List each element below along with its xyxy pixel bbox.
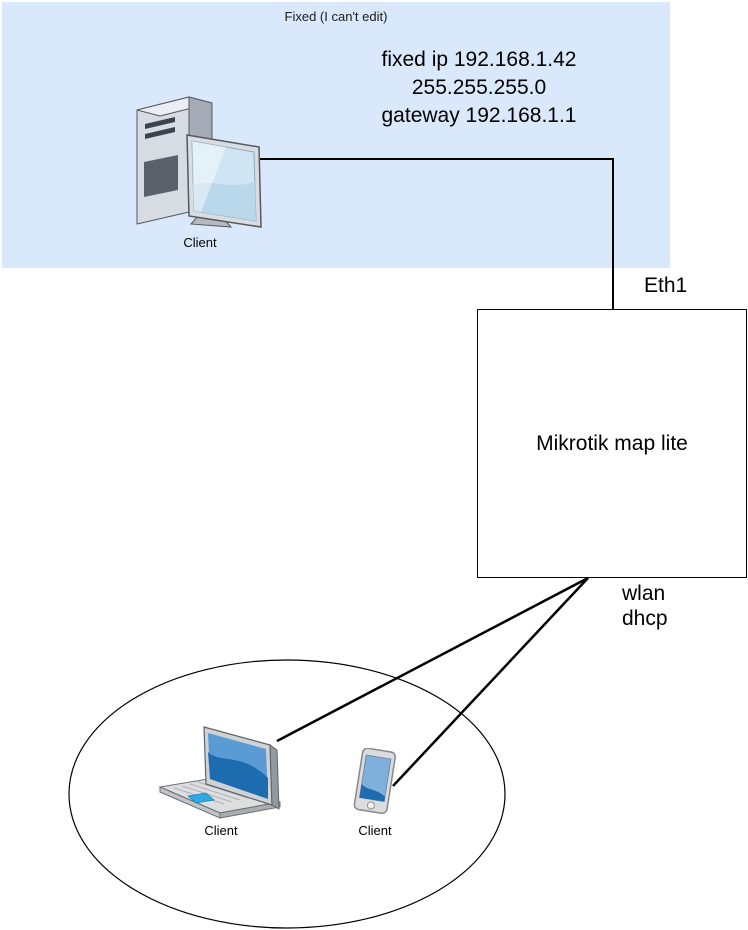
laptop-icon xyxy=(158,726,281,819)
ip-config-note: fixed ip 192.168.1.42 255.255.255.0 gate… xyxy=(329,46,629,130)
smartphone-icon xyxy=(353,748,397,815)
ip-note-line-3: gateway 192.168.1.1 xyxy=(381,104,577,127)
router-node: Mikrotik map lite xyxy=(477,309,747,578)
eth1-port-label: Eth1 xyxy=(644,274,688,297)
fixed-zone: Fixed (I can't edit) xyxy=(2,2,670,268)
ip-note-line-1: fixed ip 192.168.1.42 xyxy=(381,48,577,71)
wlan-connector-line-laptop xyxy=(276,576,589,743)
laptop-client-label: Client xyxy=(204,823,238,838)
wlan-port-label: wlan dhcp xyxy=(622,581,668,631)
fixed-zone-title: Fixed (I can't edit) xyxy=(284,9,388,24)
desktop-computer-icon xyxy=(136,96,262,228)
wlan-port-line-1: wlan xyxy=(622,582,666,605)
ethernet-connector-line xyxy=(258,158,614,309)
router-label: Mikrotik map lite xyxy=(536,431,688,455)
wlan-connector-line-phone xyxy=(392,577,589,787)
phone-client-label: Client xyxy=(358,823,392,838)
desktop-client-label: Client xyxy=(183,235,217,250)
wifi-zone-ellipse xyxy=(68,659,506,929)
wlan-port-line-2: dhcp xyxy=(622,607,668,630)
ip-note-line-2: 255.255.255.0 xyxy=(411,76,547,99)
